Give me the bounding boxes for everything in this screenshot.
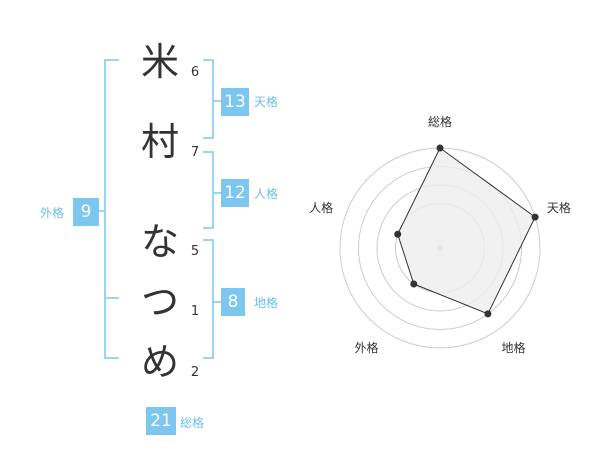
stroke-count-4: 1 (190, 304, 200, 319)
soukaku-value-badge: 21 (146, 407, 176, 435)
radar-point-3 (484, 310, 492, 318)
jinkaku-label: 人格 (254, 187, 279, 201)
stroke-count-5: 2 (190, 365, 200, 380)
gaikaku-bracket (104, 59, 119, 359)
name-char-5: め (140, 340, 179, 384)
stroke-count-1: 6 (190, 65, 200, 80)
chikaku-label: 地格 (254, 296, 279, 310)
radar-axis-label-2: 天格 (546, 201, 571, 216)
radar-axis-label-5: 人格 (309, 201, 334, 216)
name-char-1: 米 (140, 40, 179, 84)
radar-polygon (397, 147, 536, 315)
jinkaku-bracket (203, 151, 214, 229)
soukaku-label: 総格 (180, 416, 205, 430)
name-char-3: な (140, 220, 179, 264)
stroke-count-3: 5 (190, 244, 200, 259)
name-char-4: つ (140, 280, 179, 324)
radar-point-5 (394, 230, 402, 238)
tenkaku-bracket (203, 59, 214, 139)
tenkaku-label: 天格 (254, 95, 279, 109)
radar-point-2 (531, 213, 539, 221)
radar-axis-label-4: 外格 (354, 341, 379, 356)
chikaku-value-badge: 8 (221, 288, 245, 316)
radar-axis-label-1: 総格 (428, 115, 453, 129)
gaikaku-value-badge: 9 (73, 198, 99, 226)
jinkaku-value-badge: 12 (221, 179, 249, 207)
name-char-2: 村 (140, 120, 179, 164)
tenkaku-value-badge: 13 (221, 88, 249, 116)
chikaku-bracket (203, 239, 214, 359)
stroke-count-2: 7 (190, 145, 200, 160)
radar-axis-label-3: 地格 (501, 341, 526, 356)
radar-point-1 (436, 144, 444, 152)
radar-point-4 (410, 280, 418, 288)
gaikaku-label: 外格 (40, 206, 65, 220)
